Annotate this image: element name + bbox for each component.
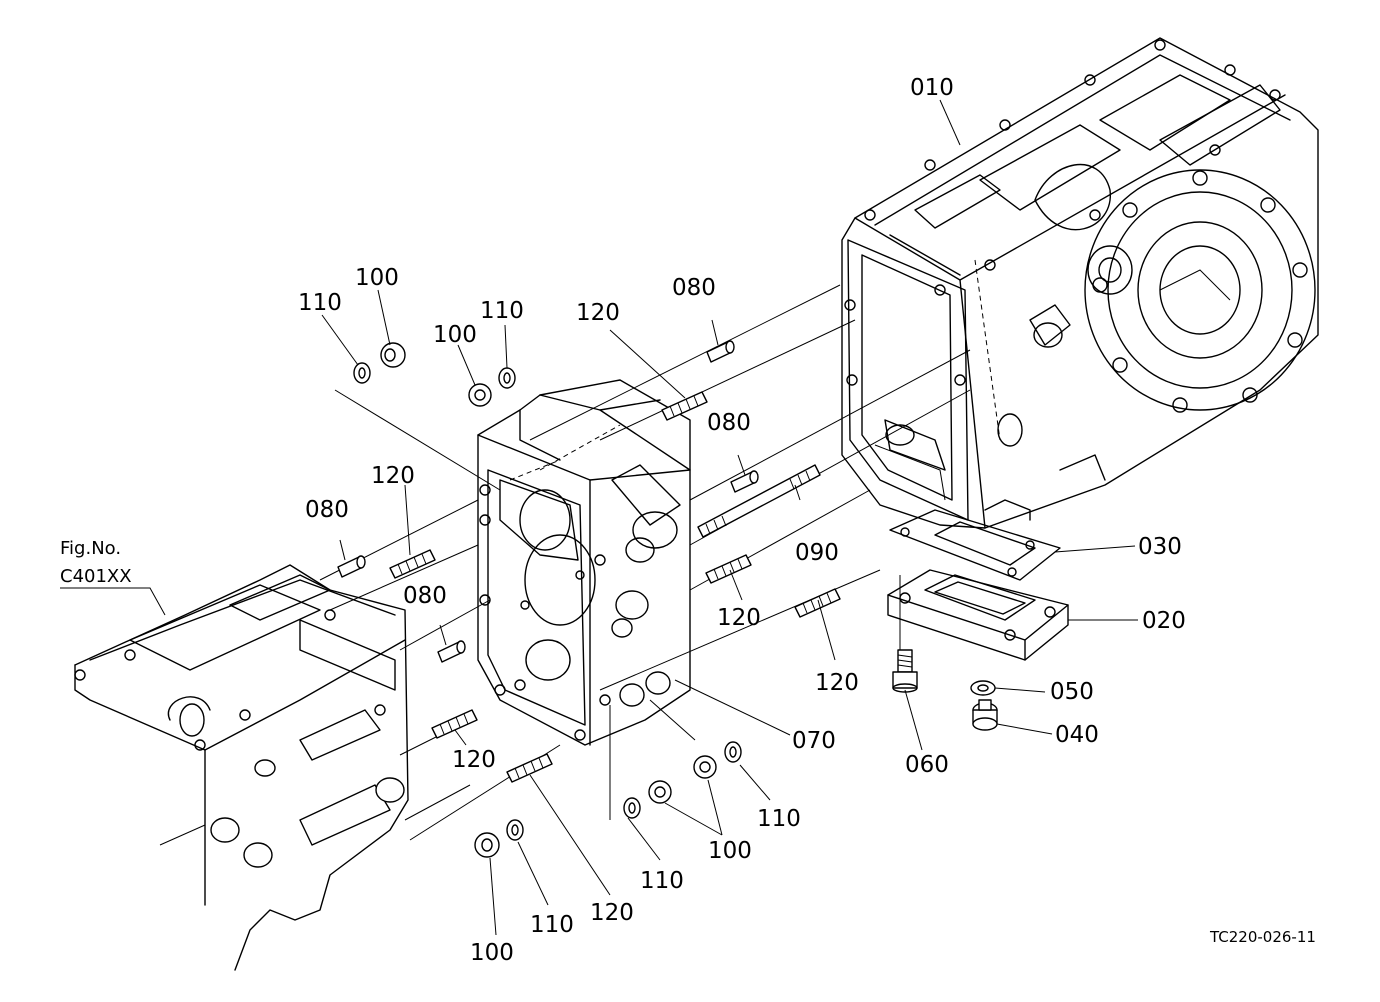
alignment-lines <box>319 259 1001 841</box>
callout-110: 110 <box>640 868 684 894</box>
callout-020: 020 <box>1142 608 1186 634</box>
callout-070: 070 <box>792 728 836 754</box>
stud-bolt-part <box>705 554 752 584</box>
seal-washer-part <box>970 680 996 696</box>
callout-090: 090 <box>795 540 839 566</box>
callout-080: 080 <box>672 275 716 301</box>
hex-bolt-part <box>892 649 918 693</box>
stud-bolt-part <box>506 753 553 783</box>
callout-110: 110 <box>480 298 524 324</box>
callout-110: 110 <box>530 912 574 938</box>
callout-110: 110 <box>757 806 801 832</box>
figure-ref-label: Fig.No. <box>60 538 121 559</box>
gasket-part <box>889 509 1061 581</box>
callout-050: 050 <box>1050 679 1094 705</box>
long-stud-part <box>697 464 821 538</box>
lock-washer-part <box>724 741 742 763</box>
drain-plug-part <box>972 699 998 731</box>
mid-housing-part <box>477 379 691 746</box>
drawing-code: TC220-026-11 <box>1209 928 1316 946</box>
callout-labels: 010 020 030 040 050 060 070 080 080 080 … <box>298 75 1186 966</box>
callout-120: 120 <box>815 670 859 696</box>
dowel-pin-part <box>437 640 466 663</box>
callout-100: 100 <box>433 322 477 348</box>
callout-080: 080 <box>305 497 349 523</box>
hex-nut-part <box>474 832 500 858</box>
leader-lines <box>60 99 1138 936</box>
callout-100: 100 <box>470 940 514 966</box>
callout-120: 120 <box>576 300 620 326</box>
stud-bolt-part <box>389 549 436 579</box>
dowel-pin-part <box>337 555 366 578</box>
cover-part <box>887 569 1069 661</box>
figure-ref-number: C401XX <box>60 566 132 587</box>
callout-030: 030 <box>1138 534 1182 560</box>
callout-100: 100 <box>708 838 752 864</box>
callout-080: 080 <box>707 410 751 436</box>
lock-washer-part <box>506 819 524 841</box>
hex-nut-part <box>468 383 492 407</box>
stud-bolt-part <box>661 391 708 421</box>
hex-nut-part <box>380 342 406 368</box>
front-housing-part <box>74 564 471 971</box>
transmission-case-part <box>841 37 1319 529</box>
lock-washer-part <box>498 367 516 389</box>
stud-bolt-part <box>794 588 841 618</box>
callout-120: 120 <box>371 463 415 489</box>
lock-washer-part <box>623 797 641 819</box>
callout-100: 100 <box>355 265 399 291</box>
dowel-pin-part <box>706 340 735 363</box>
callout-110: 110 <box>298 290 342 316</box>
callout-040: 040 <box>1055 722 1099 748</box>
figure-reference: Fig.No. C401XX <box>60 538 132 587</box>
hex-nut-part <box>693 755 717 779</box>
lock-washer-part <box>353 362 371 384</box>
stud-bolt-part <box>431 709 478 739</box>
callout-120: 120 <box>590 900 634 926</box>
callout-080: 080 <box>403 583 447 609</box>
hex-nut-part <box>648 780 672 804</box>
callout-060: 060 <box>905 752 949 778</box>
callout-120: 120 <box>717 605 761 631</box>
dowel-pin-part <box>730 470 759 493</box>
callout-010: 010 <box>910 75 954 101</box>
callout-120: 120 <box>452 747 496 773</box>
